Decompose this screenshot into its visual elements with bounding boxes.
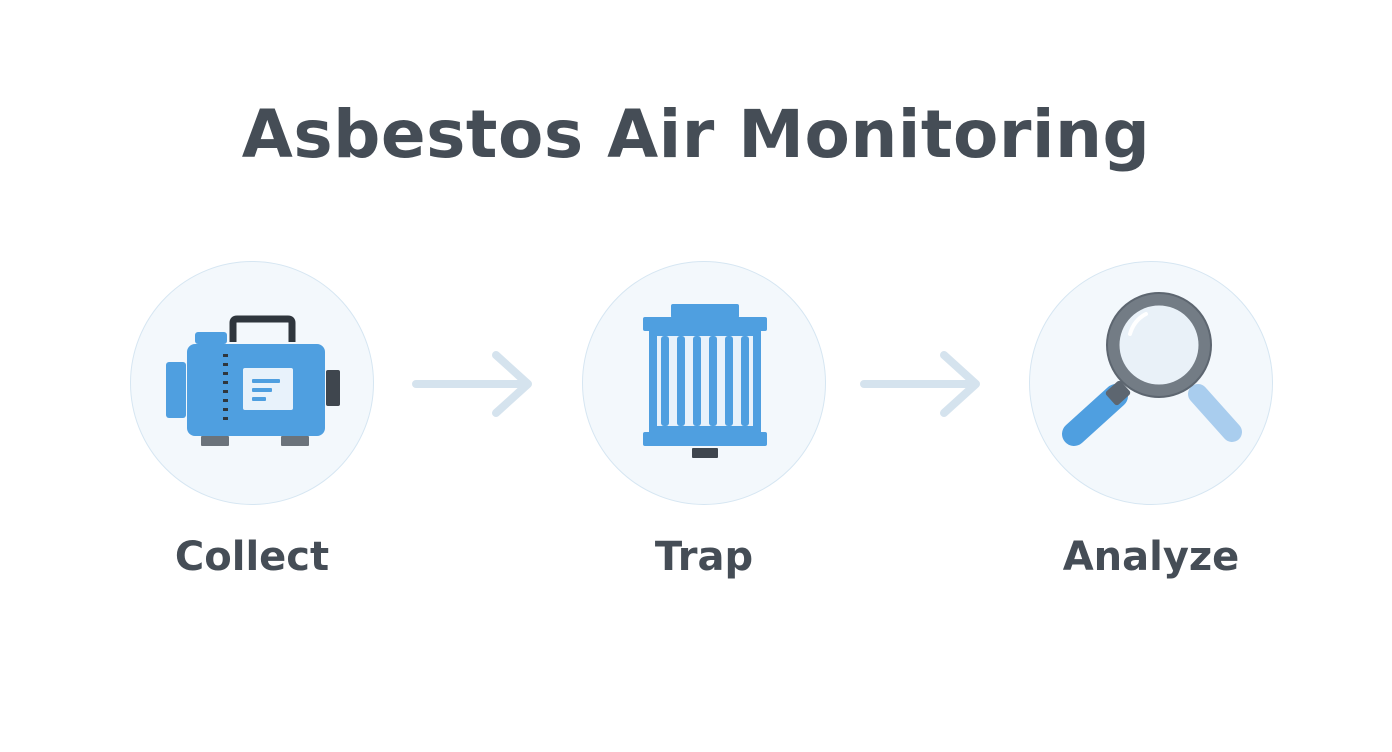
diagram-title: Asbestos Air Monitoring: [241, 96, 1151, 173]
step-label-trap: Trap: [654, 534, 754, 580]
arrow-right-icon: [860, 351, 980, 417]
magnifying-glass-icon: [1062, 292, 1242, 446]
step-collect: [130, 261, 374, 505]
arrow-right-icon: [412, 351, 532, 417]
step-label-analyze: Analyze: [1062, 534, 1240, 580]
step-trap: [582, 261, 826, 505]
step-label-collect: Collect: [174, 534, 330, 580]
air-pump-icon: [166, 315, 340, 446]
filter-cassette-icon: [643, 304, 767, 458]
step-analyze: [1029, 261, 1273, 505]
